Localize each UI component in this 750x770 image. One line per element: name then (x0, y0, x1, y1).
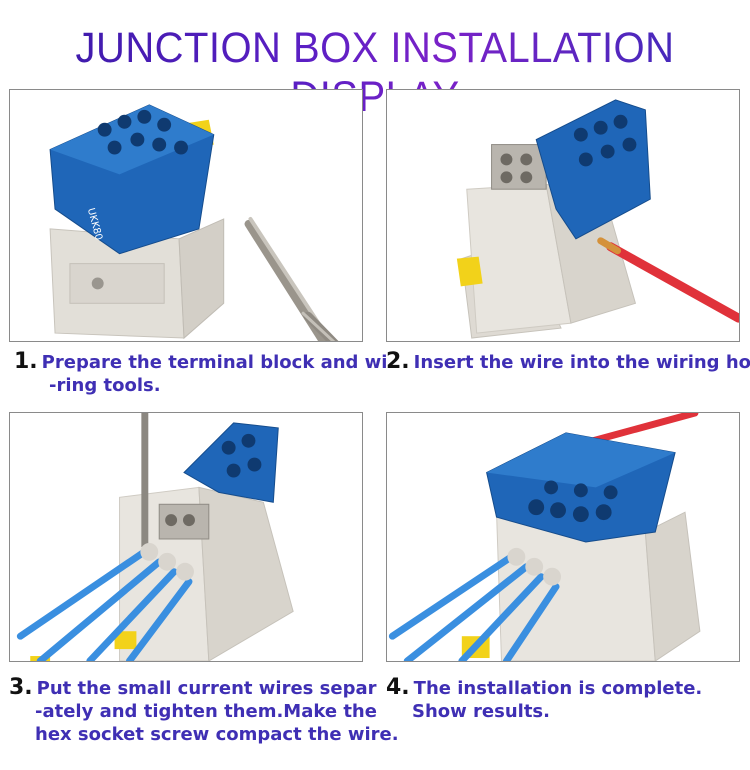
step-3-number: 3. (9, 675, 33, 700)
step-2-caption: 2.Insert the wire into the wiring hole. (386, 350, 750, 374)
photo-step-3 (9, 412, 363, 662)
step-1-line-1: Prepare the terminal block and wi (41, 352, 388, 373)
step-4-number: 4. (386, 675, 410, 700)
installation-complete-image (388, 413, 701, 661)
photo-step-4 (386, 412, 740, 662)
terminal-block-and-hex-key-image: UKK80 (49, 104, 339, 341)
step-1-number: 1. (14, 349, 38, 374)
step-4-caption: 4.The installation is complete. Show res… (386, 676, 702, 723)
step-3-line-3: hex socket screw compact the wire. (35, 724, 399, 745)
step-3-line-1: Put the small current wires separ (36, 678, 377, 699)
step-1-line-2: -ring tools. (49, 375, 161, 396)
step-4-line-2: Show results. (412, 701, 550, 722)
step-1-caption: 1.Prepare the terminal block and wi -rin… (14, 350, 387, 397)
step-3-caption: 3.Put the small current wires separ -ate… (9, 676, 399, 746)
tightening-screws-image (16, 413, 294, 661)
photo-step-2 (386, 89, 740, 342)
photo-step-1: UKK80 (9, 89, 363, 342)
step-4-line-1: The installation is complete. (413, 678, 703, 699)
step-2-number: 2. (386, 349, 410, 374)
step-2-line-1: Insert the wire into the wiring hole. (413, 352, 750, 373)
step-3-line-2: -ately and tighten them.Make the (35, 701, 377, 722)
wire-insertion-image (456, 99, 739, 339)
